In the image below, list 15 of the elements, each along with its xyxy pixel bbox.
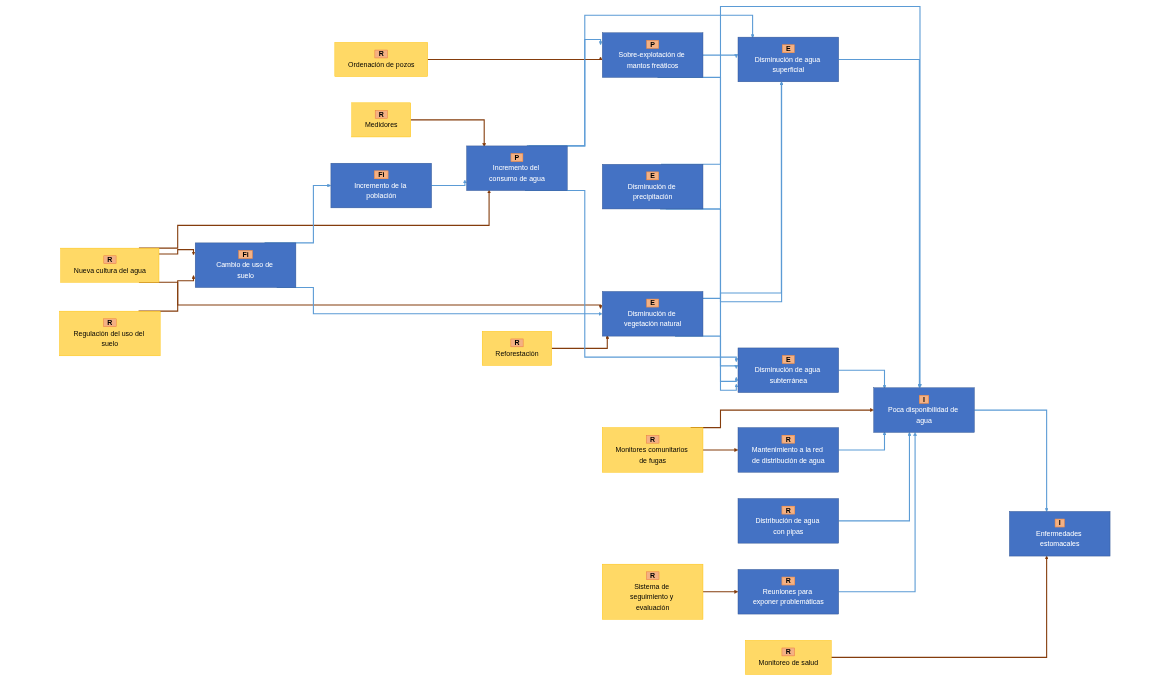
arrow [427,56,603,61]
arrow [838,431,887,451]
arrow [838,58,922,388]
arrow [702,589,739,594]
arrow [830,555,1049,658]
arrow [702,448,739,452]
arrow [158,249,196,256]
arrow [838,432,918,593]
arrow [410,119,487,147]
arrow [974,409,1049,512]
arrow [838,369,887,389]
arrow [431,179,468,187]
arrow [838,432,912,522]
arrow [551,335,610,349]
arrow [702,54,739,59]
